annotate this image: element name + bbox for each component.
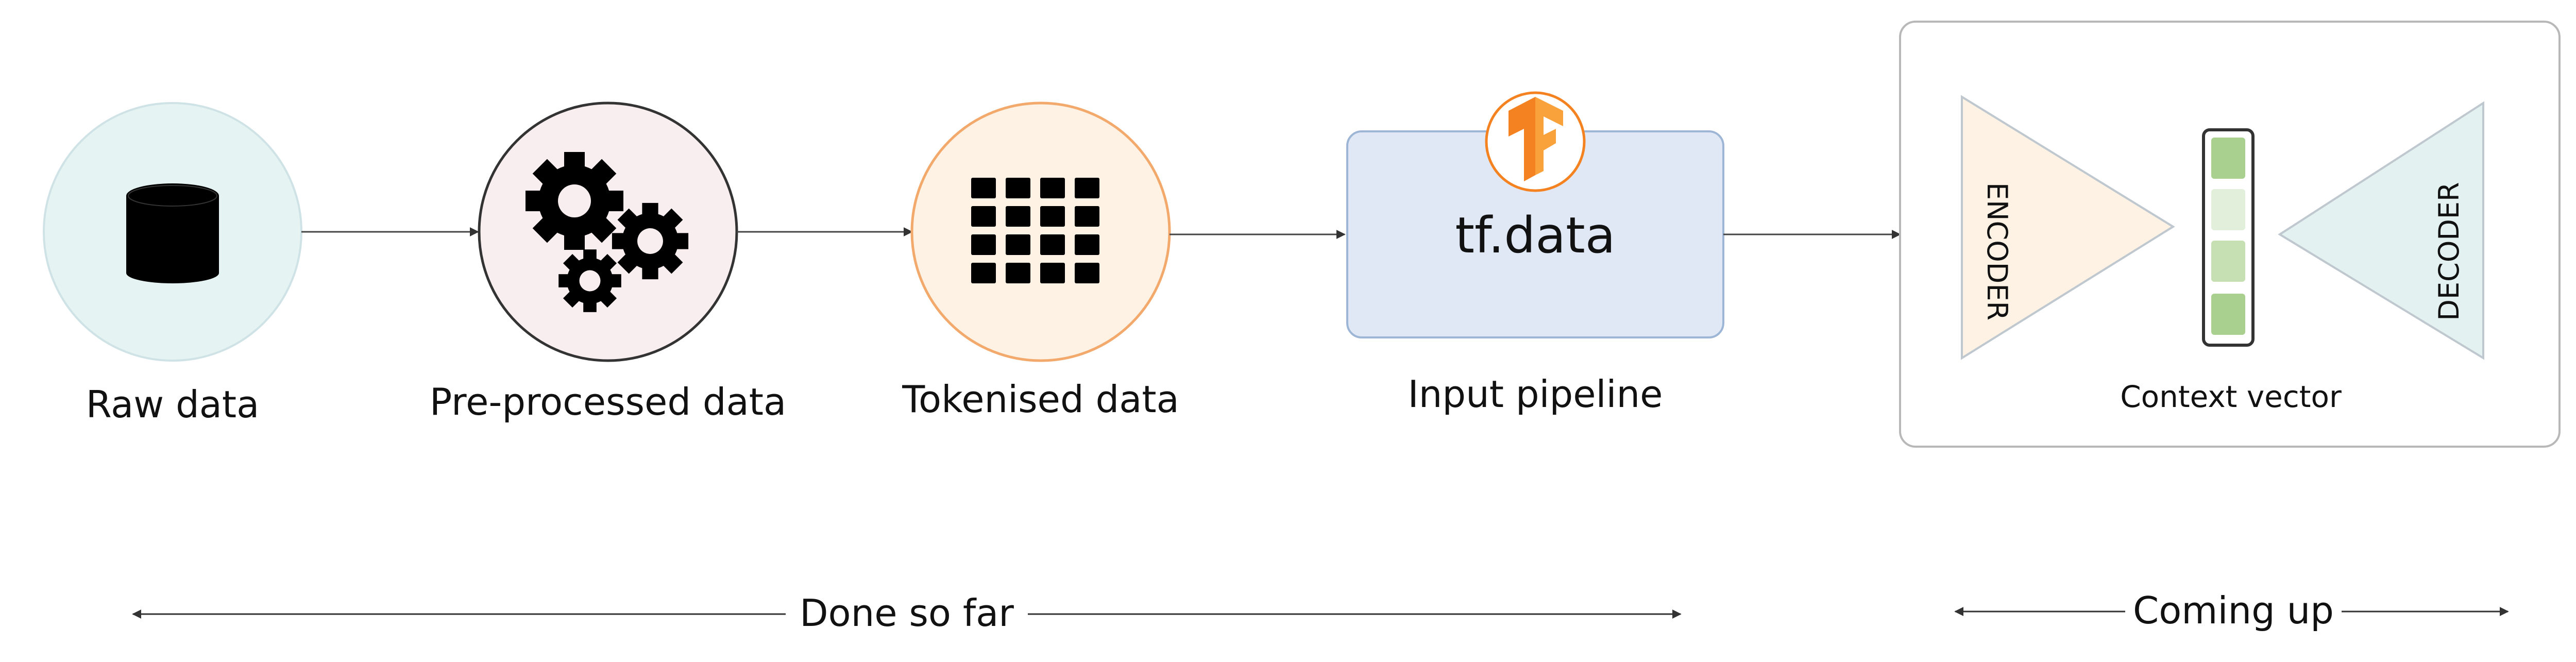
context-cell <box>2211 138 2245 179</box>
tokenised-data-stage: Tokenised data <box>902 101 1179 421</box>
decoder-triangle <box>2278 101 2484 360</box>
tokenised-data-circle <box>910 101 1171 362</box>
context-cell <box>2211 241 2245 282</box>
raw-data-stage: Raw data <box>43 102 302 426</box>
encoder-label: ENCODER <box>1981 182 2013 320</box>
decoder-label: DECODER <box>2433 182 2465 320</box>
context-vector-label: Context vector <box>2120 379 2342 414</box>
context-cell <box>2211 294 2245 335</box>
context-vector-frame <box>2202 128 2255 347</box>
model-container: ENCODER Context vector DECODER <box>1899 21 2561 448</box>
tokenised-data-label: Tokenised data <box>902 378 1179 421</box>
grid-icon <box>971 178 1099 283</box>
coming-up-label: Coming up <box>2133 589 2334 632</box>
tf-data-text: tf.data <box>1455 207 1615 264</box>
decoder-block: DECODER <box>2278 101 2484 360</box>
encoder-block: ENCODER <box>1961 95 2175 360</box>
done-so-far-label: Done so far <box>800 591 1014 635</box>
input-pipeline-label: Input pipeline <box>1408 372 1663 416</box>
context-cell <box>2211 189 2245 230</box>
raw-data-label: Raw data <box>86 383 260 426</box>
context-vector: Context vector <box>2120 128 2342 414</box>
preprocessed-data-stage: Pre-processed data <box>430 101 786 423</box>
coming-up-range: Coming up <box>1954 589 2509 632</box>
encoder-triangle <box>1961 95 2175 360</box>
preprocessed-data-label: Pre-processed data <box>430 380 786 423</box>
database-icon <box>126 183 219 283</box>
tensorflow-logo-icon <box>1485 91 1586 192</box>
input-pipeline-stage: tf.data Input pipeline <box>1346 91 1724 416</box>
done-so-far-range: Done so far <box>132 591 1682 635</box>
